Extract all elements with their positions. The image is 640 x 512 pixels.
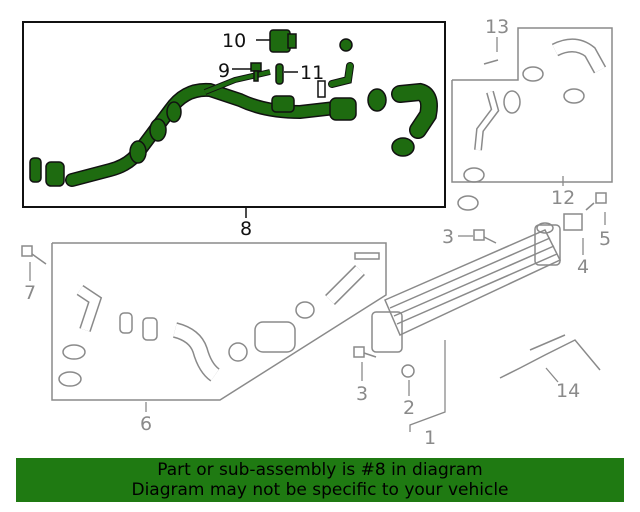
fin-3 [396, 253, 558, 325]
callout-11: 11 [300, 62, 324, 84]
leader-1 [409, 340, 446, 432]
group-12-outline [451, 27, 613, 211]
bolt-13 [483, 59, 499, 65]
bolt-3b-shank [363, 352, 377, 358]
clamp-6d [295, 301, 315, 319]
bracket-14-arm [529, 334, 566, 351]
fin-1 [389, 237, 551, 309]
group-6-hose-inner [173, 323, 220, 381]
intercooler [371, 222, 562, 353]
bracket-4 [563, 213, 583, 231]
clamp-d [367, 88, 387, 112]
clamp-lower-b [457, 195, 479, 211]
clamp-c [166, 101, 182, 123]
callout-14: 14 [556, 380, 580, 402]
clamp-upper-b [563, 88, 585, 104]
bolt-3a-shank [483, 236, 497, 244]
clamp-6c [228, 342, 248, 362]
group-6-boundary [51, 242, 387, 401]
callout-10: 10 [222, 30, 246, 52]
clamp-6b [58, 371, 82, 387]
coupler-left-2 [45, 161, 65, 187]
group-6 [51, 242, 387, 401]
callout-13: 13 [485, 16, 509, 38]
bent-hose-right-fill [392, 84, 437, 138]
group-6-hose-upper-inner [326, 266, 364, 304]
valve-10 [269, 29, 291, 53]
part-11-outline [317, 80, 326, 98]
callout-2: 2 [403, 397, 415, 419]
leader-lines [29, 37, 606, 432]
notice-banner: Part or sub-assembly is #8 in diagram Di… [16, 458, 624, 502]
coupler-left-1 [29, 157, 42, 183]
callout-9: 9 [218, 60, 230, 82]
intercooler-inlet [536, 222, 554, 234]
tube-12-inner [475, 91, 498, 151]
coupler-6b [142, 317, 158, 341]
fin-2 [393, 245, 555, 317]
bolt-7 [21, 245, 33, 257]
callout-5: 5 [599, 228, 611, 250]
callout-12: 12 [551, 187, 575, 209]
clamp-upper-a [522, 66, 544, 82]
callout-4: 4 [577, 256, 589, 278]
callout-1: 1 [424, 427, 436, 449]
valve-10-cap [287, 33, 297, 49]
group-6-pipe-inner [77, 286, 101, 332]
bolt-5 [595, 192, 607, 204]
washer-2 [401, 364, 415, 378]
clamp-lower-a [463, 167, 485, 183]
small-hose-fill [329, 63, 353, 87]
small-parts-right [21, 192, 607, 379]
callout-3b: 3 [356, 383, 368, 405]
round-plug [339, 38, 353, 52]
coupler-6a [119, 312, 133, 334]
callout-6: 6 [140, 413, 152, 435]
upper-hose-inner [552, 40, 605, 73]
resonator [254, 321, 296, 353]
callout-3a: 3 [442, 226, 454, 248]
coupler-right [329, 97, 357, 121]
bolt-5-shank [585, 202, 595, 211]
banner-line-2: Diagram may not be specific to your vehi… [131, 480, 509, 500]
tube-end-cap [503, 90, 521, 114]
leader-14 [545, 367, 559, 383]
clamp-a [129, 140, 147, 164]
main-hose-fill [66, 84, 341, 186]
clamp-b [149, 118, 167, 142]
clamp-6a [62, 344, 86, 360]
clamp-e [391, 137, 415, 157]
callout-8: 8 [240, 218, 252, 240]
assembly-8-hoses [29, 29, 438, 187]
intercooler-end-tank-right [534, 224, 561, 266]
bolt-3a [473, 229, 485, 241]
bolt-9-head [250, 62, 262, 72]
bracket-14 [499, 339, 601, 379]
bolt-7-shank [31, 253, 47, 265]
group-6-tag [354, 252, 380, 260]
bolt-3b [353, 346, 365, 358]
intercooler-end-tank-left [371, 311, 403, 353]
bolt-9-shank [253, 70, 259, 82]
center-fitting [271, 95, 295, 113]
callout-7: 7 [24, 282, 36, 304]
banner-line-1: Part or sub-assembly is #8 in diagram [157, 460, 483, 480]
group-12-boundary [451, 27, 613, 183]
part-11 [275, 63, 284, 85]
